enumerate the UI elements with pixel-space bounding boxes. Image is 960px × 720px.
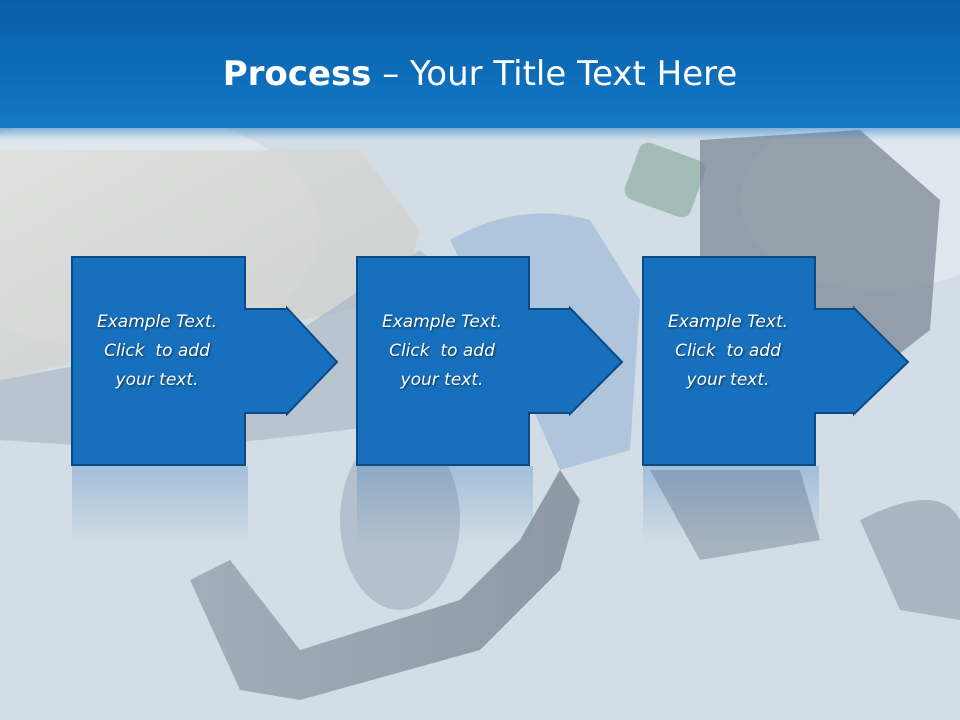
step-3-text[interactable]: Example Text. Click to add your text. xyxy=(642,308,814,395)
step-1-text[interactable]: Example Text. Click to add your text. xyxy=(71,308,243,395)
step-1-line-2: Click to add xyxy=(104,341,210,361)
step-1-line-3: your text. xyxy=(115,370,199,390)
step-3-line-2: Click to add xyxy=(675,341,781,361)
step-2-line-3: your text. xyxy=(400,370,484,390)
step-3-line-3: your text. xyxy=(686,370,770,390)
step-2-line-2: Click to add xyxy=(389,341,495,361)
title-rest-text: – Your Title Text Here xyxy=(371,54,738,94)
step-2-text[interactable]: Example Text. Click to add your text. xyxy=(356,308,528,395)
step-3-line-1: Example Text. xyxy=(667,312,789,332)
title-bar-fade xyxy=(0,118,960,140)
process-step-2[interactable]: Example Text. Click to add your text. xyxy=(356,256,624,466)
process-step-3[interactable]: Example Text. Click to add your text. xyxy=(642,256,910,466)
process-step-1[interactable]: Example Text. Click to add your text. xyxy=(71,256,339,466)
slide-title[interactable]: Process – Your Title Text Here xyxy=(0,52,960,96)
step-2-arrow-shape xyxy=(356,256,624,466)
step-2-line-1: Example Text. xyxy=(381,312,503,332)
step-1-line-1: Example Text. xyxy=(96,312,218,332)
step-3-reflection xyxy=(643,466,819,546)
step-3-arrow-shape xyxy=(642,256,910,466)
title-bold-text: Process xyxy=(222,54,372,94)
step-1-arrow-shape xyxy=(71,256,339,466)
step-2-reflection xyxy=(357,466,533,546)
step-1-reflection xyxy=(72,466,248,546)
title-bar xyxy=(0,0,960,128)
